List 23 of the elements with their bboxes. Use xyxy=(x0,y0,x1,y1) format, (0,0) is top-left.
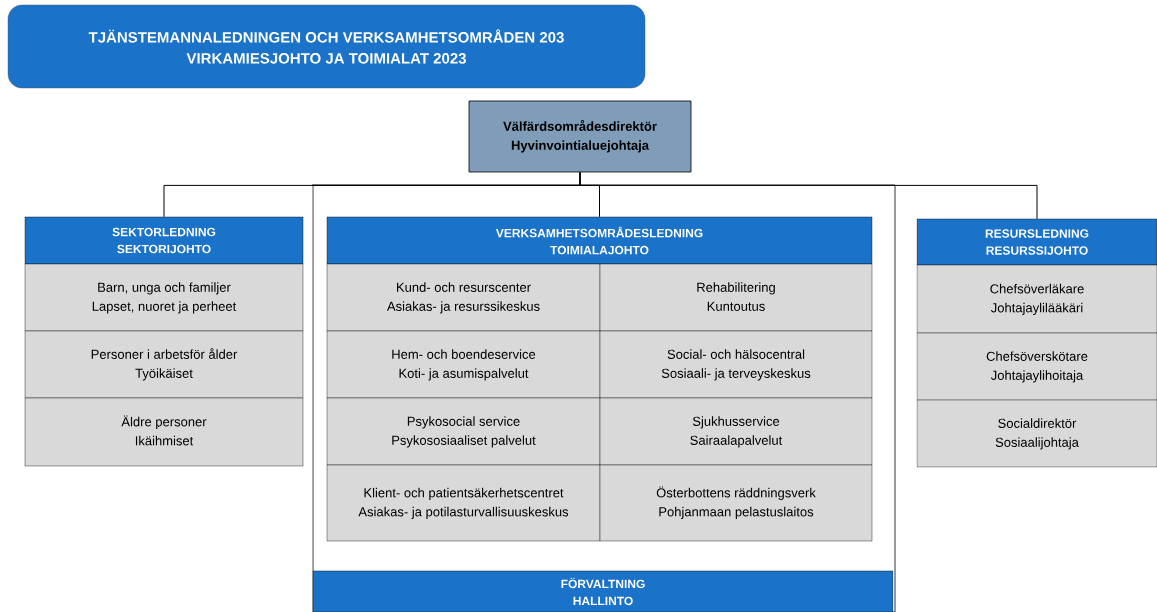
unit-cell: Rehabilitering Kuntoutus xyxy=(599,263,873,332)
node-label: Chefsöverläkare xyxy=(990,283,1084,294)
unit-cell: Chefsöverskötare Johtajaylihoitaja xyxy=(916,332,1157,401)
node-label: Johtajaylilääkäri xyxy=(990,302,1083,315)
header-band: RESURSLEDNING RESURSSIJOHTO xyxy=(916,218,1157,266)
unit-cell: Social- och hälsocentral Sosiaali- ja terveyskeskus xyxy=(599,330,873,399)
unit-cell: Kund- och resurscenter Asiakas- ja resurssikeskus xyxy=(326,263,601,332)
unit-cell: Österbottens räddningsverk Pohjanmaan pelastuslaitos xyxy=(599,464,873,542)
connector-line xyxy=(579,171,1038,220)
unit-cell: Klient- och patientsäkerhetscentret Asiakas- ja potilasturvallisuuskeskus xyxy=(326,464,601,542)
unit-cell: Sjukhusservice Sairaalapalvelut xyxy=(599,397,873,466)
unit-cell: Socialdirektör Sosiaalijohtaja xyxy=(916,399,1157,468)
unit-cell: Äldre personer Ikäihmiset xyxy=(24,397,304,467)
unit-cell: Chefsöverläkare Johtajaylilääkäri xyxy=(916,264,1157,334)
title-banner: TJÄNSTEMANNALEDNINGEN OCH VERKSAMHETSOMRÅDEN 203 VIRKAMIESJOHTO JA TOIMIALAT 2023 xyxy=(7,4,646,89)
unit-cell: Barn, unga och familjer Lapset, nuoret ja perheet xyxy=(24,263,304,332)
director-box: Välfärdsområdesdirektör Hyvinvointialuejohtaja xyxy=(468,100,692,173)
unit-cell: Hem- och boendeservice Koti- ja asumispalvelut xyxy=(326,330,601,399)
unit-cell: Psykosocial service Psykososiaaliset palvelut xyxy=(326,397,601,466)
unit-cell: Personer i arbetsför ålder Työikäiset xyxy=(24,330,304,399)
header-band: SEKTORLEDNING SEKTORIJOHTO xyxy=(24,216,304,265)
header-band: FÖRVALTNING HALLINTO xyxy=(312,570,894,612)
header-band: VERKSAMHETSOMRÅDESLEDNING TOIMIALAJOHTO xyxy=(326,216,873,265)
